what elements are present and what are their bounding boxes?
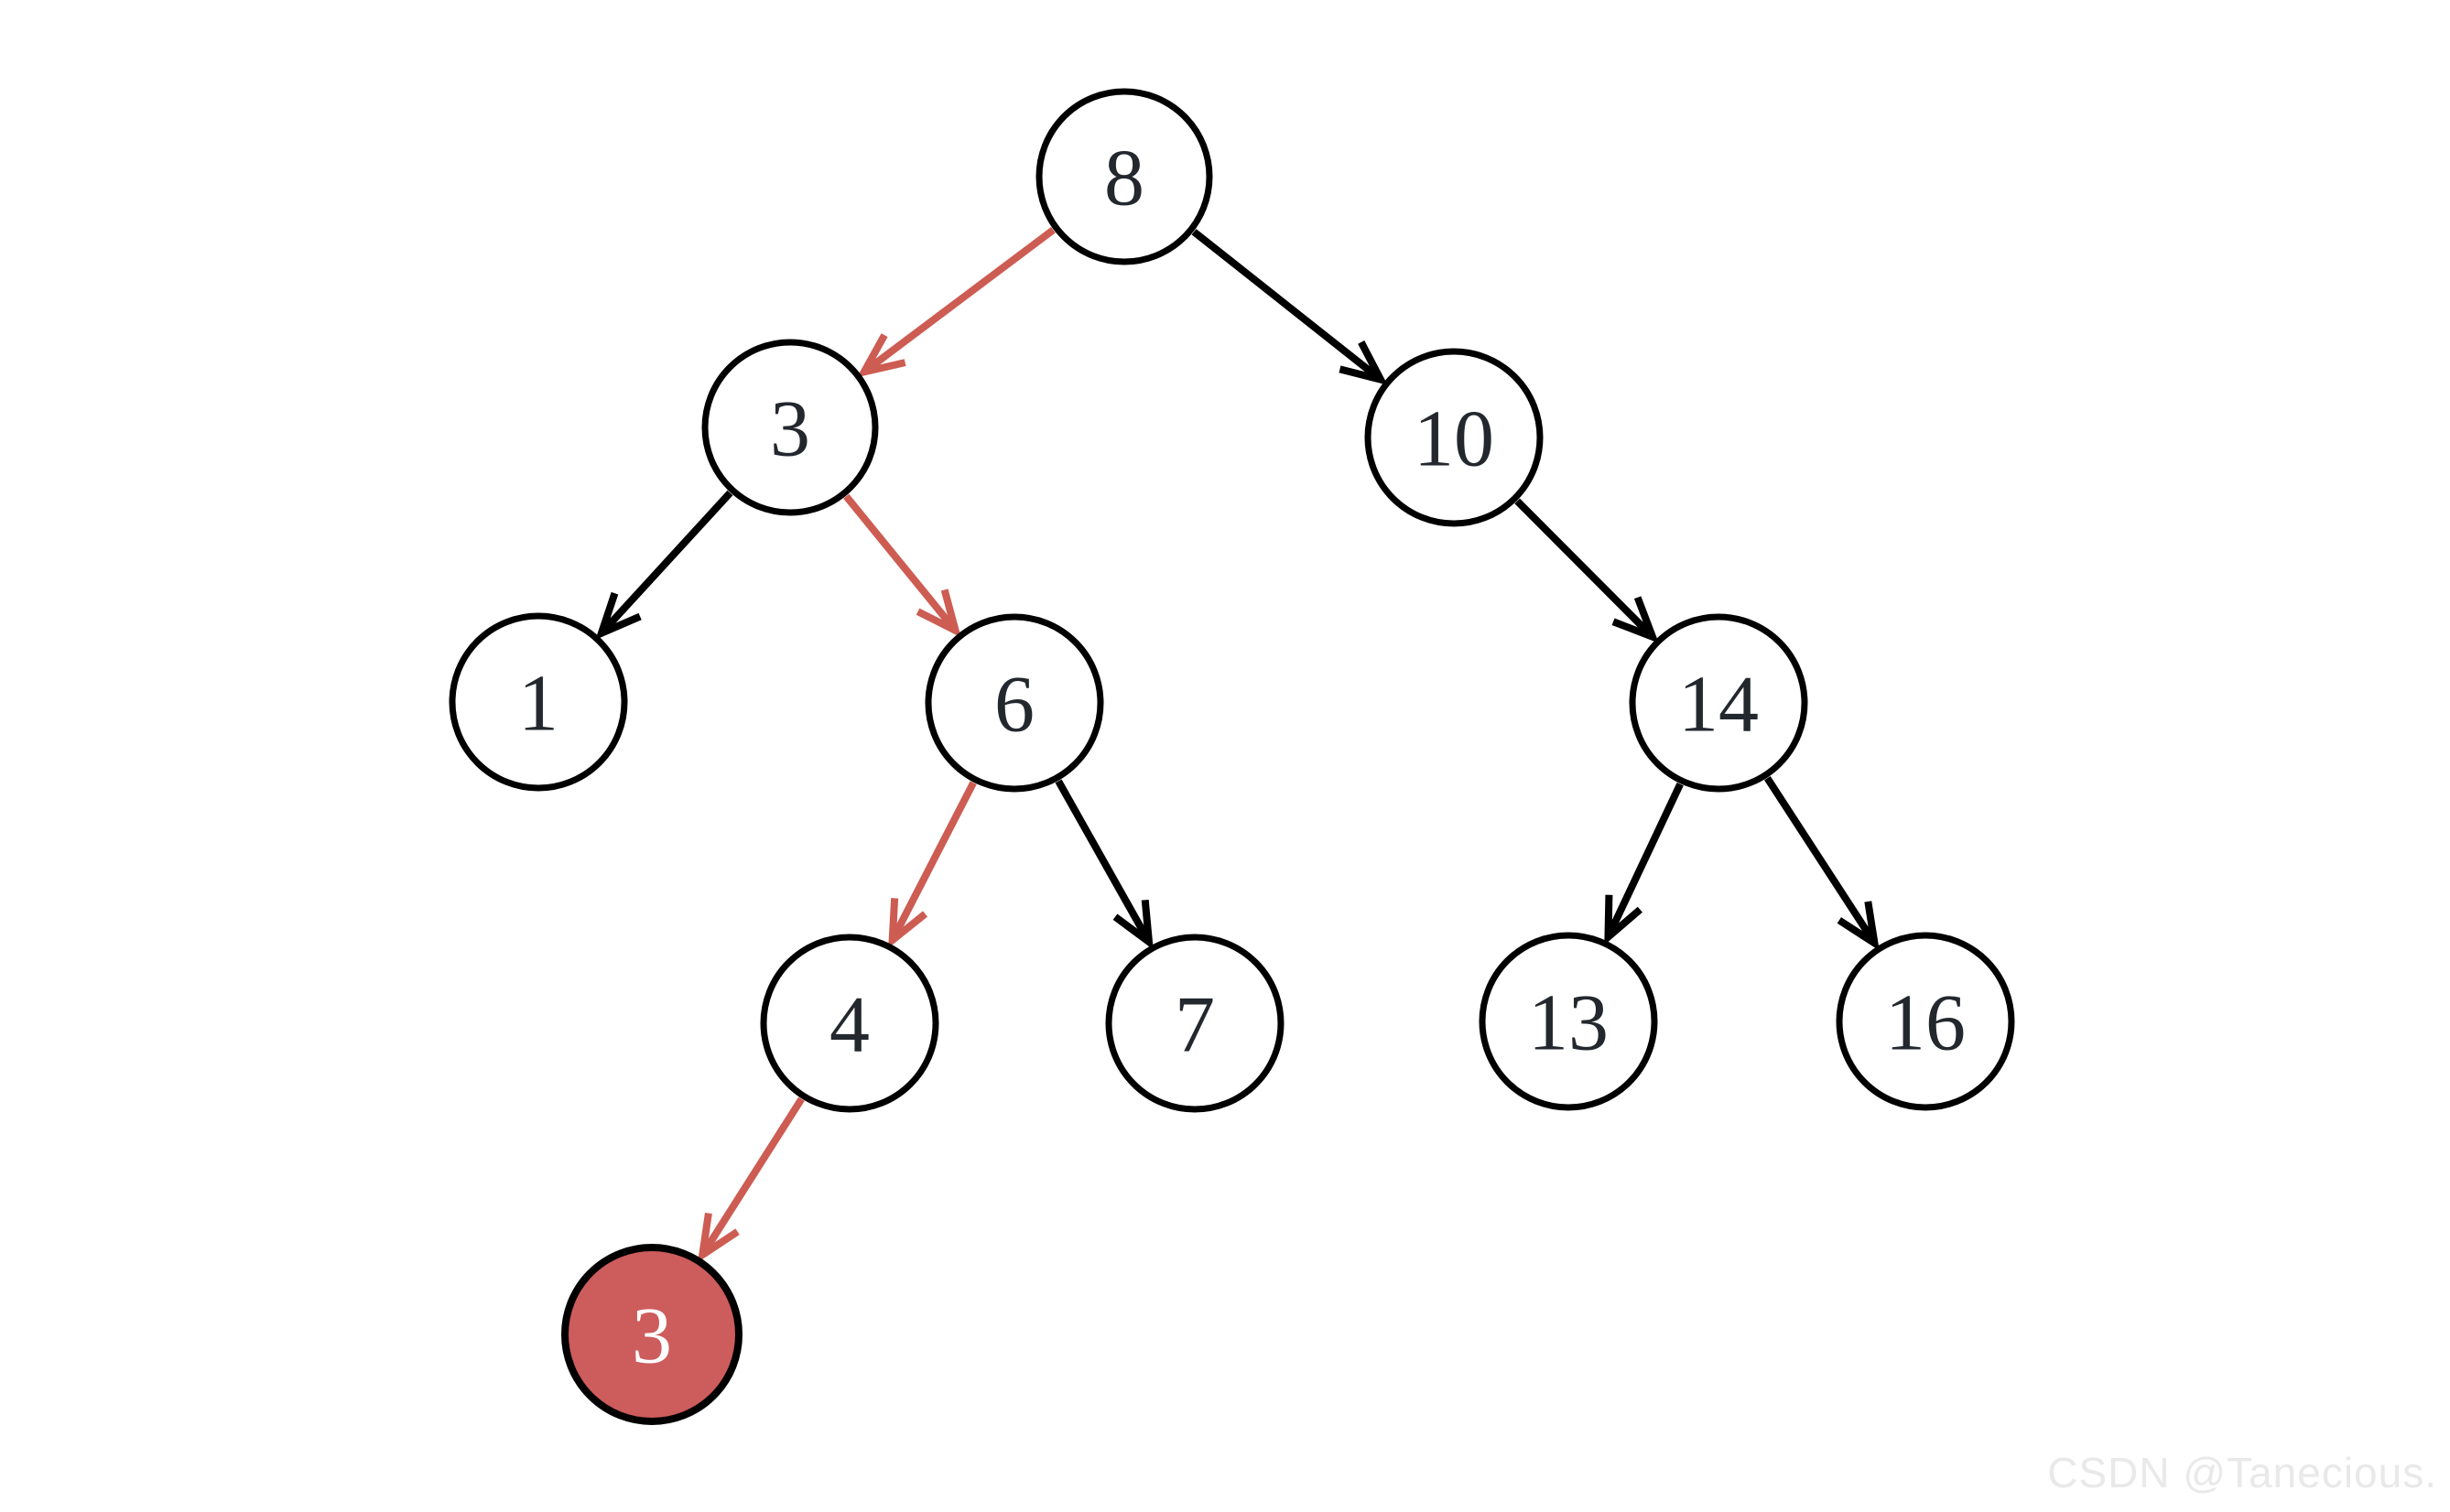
node-circle[interactable] bbox=[1479, 932, 1658, 1111]
edge-8-to-10 bbox=[1191, 229, 1388, 385]
node-label: 16 bbox=[1885, 979, 1966, 1068]
node-label: 14 bbox=[1678, 661, 1759, 750]
tree-node-3[interactable]: 3 bbox=[701, 339, 879, 516]
node-label: 4 bbox=[829, 981, 870, 1070]
node-circle[interactable] bbox=[701, 339, 879, 516]
node-circle[interactable] bbox=[1836, 932, 2015, 1111]
node-circle[interactable] bbox=[1364, 348, 1544, 527]
node-circle[interactable] bbox=[561, 1244, 743, 1425]
tree-node-16[interactable]: 16 bbox=[1836, 932, 2015, 1111]
node-label: 3 bbox=[770, 385, 810, 474]
edge-3-to-1 bbox=[595, 490, 733, 641]
edge-8-to-3 bbox=[856, 227, 1056, 378]
tree-node-3-inserted[interactable]: 3 bbox=[561, 1244, 743, 1425]
tree-node-7[interactable]: 7 bbox=[1105, 934, 1285, 1113]
edge-14-to-16 bbox=[1764, 776, 1880, 951]
node-circle[interactable] bbox=[1035, 88, 1213, 265]
edge-6-to-7 bbox=[1055, 779, 1154, 950]
node-circle[interactable] bbox=[925, 613, 1104, 793]
node-label: 8 bbox=[1104, 135, 1144, 223]
tree-node-1[interactable]: 1 bbox=[449, 612, 628, 792]
edge-3-to-6 bbox=[843, 493, 961, 638]
arrowhead-icon bbox=[1112, 899, 1154, 950]
edge-6-to-4 bbox=[888, 781, 977, 949]
edge-14-to-13 bbox=[1604, 782, 1684, 945]
edge-4-to-3 bbox=[697, 1096, 805, 1263]
node-circle[interactable] bbox=[1105, 934, 1285, 1113]
arrowhead-icon bbox=[697, 1212, 740, 1263]
tree-node-4[interactable]: 4 bbox=[760, 934, 939, 1113]
arrowhead-icon bbox=[916, 589, 961, 638]
node-label: 7 bbox=[1175, 981, 1215, 1070]
edge-10-to-14 bbox=[1514, 498, 1659, 643]
arrowhead-icon bbox=[888, 898, 928, 949]
edges-layer bbox=[595, 227, 1880, 1263]
arrowhead-icon bbox=[1611, 596, 1659, 643]
arrowhead-icon bbox=[1837, 901, 1880, 951]
arrowhead-icon bbox=[1339, 340, 1388, 385]
tree-node-13[interactable]: 13 bbox=[1479, 932, 1658, 1111]
node-label: 6 bbox=[994, 661, 1035, 750]
node-circle[interactable] bbox=[760, 934, 939, 1113]
watermark-text: CSDN @Tanecious. bbox=[2047, 1449, 2437, 1496]
tree-node-14[interactable]: 14 bbox=[1629, 613, 1808, 793]
node-circle[interactable] bbox=[1629, 613, 1808, 793]
node-label: 10 bbox=[1414, 395, 1494, 484]
node-label: 1 bbox=[518, 660, 558, 749]
tree-node-8[interactable]: 8 bbox=[1035, 88, 1213, 265]
tree-node-10[interactable]: 10 bbox=[1364, 348, 1544, 527]
arrowhead-icon bbox=[856, 333, 906, 378]
node-circle[interactable] bbox=[449, 612, 628, 792]
arrowhead-icon bbox=[1604, 894, 1642, 945]
tree-node-6[interactable]: 6 bbox=[925, 613, 1104, 793]
node-label: 3 bbox=[632, 1292, 672, 1381]
arrowhead-icon bbox=[595, 591, 642, 641]
node-label: 13 bbox=[1528, 979, 1609, 1068]
